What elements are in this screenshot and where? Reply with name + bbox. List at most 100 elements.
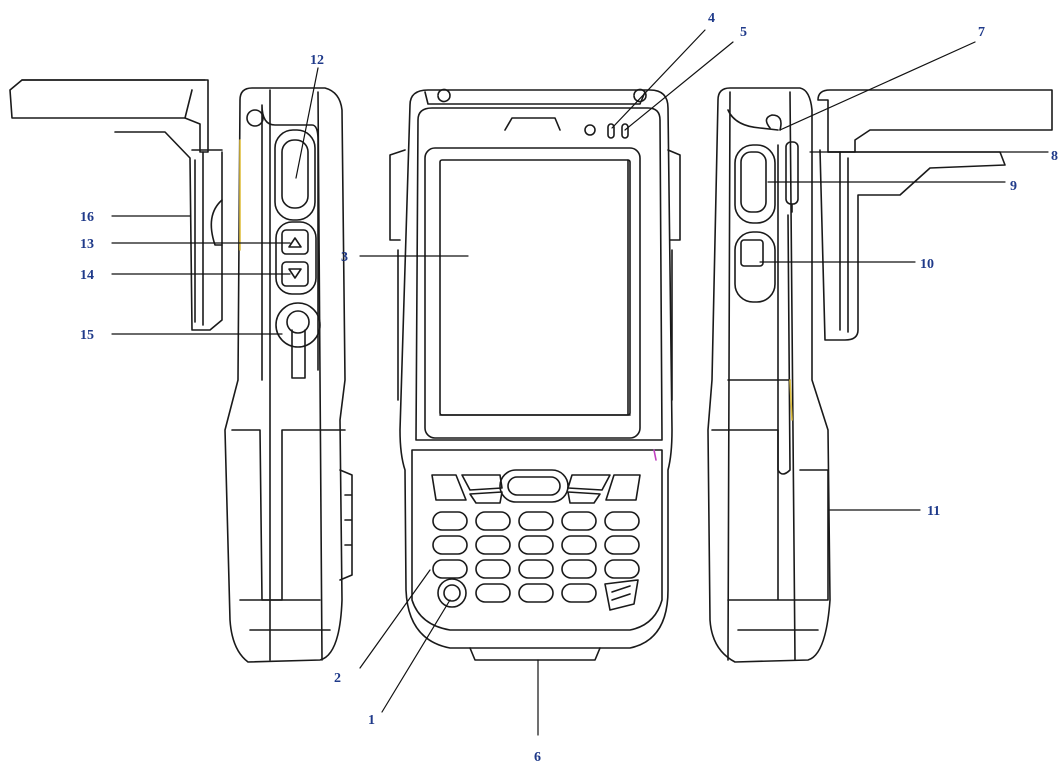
callout-label-5: 5	[740, 25, 747, 40]
earpiece	[504, 117, 561, 131]
callout-label-3: 3	[341, 250, 348, 265]
left-soft-key[interactable]	[431, 474, 467, 501]
right-side-key[interactable]	[734, 231, 776, 303]
screen-frame-corner	[439, 159, 631, 416]
key[interactable]	[518, 511, 554, 531]
left-scanner-arm-inner	[21, 79, 206, 119]
callout-label-14: 14	[80, 268, 94, 283]
stylus[interactable]	[785, 141, 799, 205]
left-scan-button[interactable]	[274, 129, 316, 221]
key[interactable]	[518, 535, 554, 555]
left-call-key[interactable]	[461, 474, 503, 491]
key[interactable]	[432, 511, 468, 531]
callout-label-10: 10	[920, 257, 934, 272]
stylus-holder	[777, 144, 791, 475]
keypad-bottom-lip	[469, 647, 601, 661]
front-view	[389, 88, 681, 661]
right-body-inner-line	[727, 91, 796, 661]
light-sensor	[584, 124, 596, 136]
key[interactable]	[475, 511, 511, 531]
key[interactable]	[518, 559, 554, 579]
front-top-lip	[424, 88, 647, 105]
callout-label-1: 1	[368, 713, 375, 728]
left-grip-bottom	[239, 599, 331, 631]
callout-line-12	[295, 67, 319, 179]
status-led-2	[621, 123, 629, 139]
left-grip	[231, 429, 346, 601]
callout-label-9: 9	[1010, 179, 1017, 194]
callout-label-12: 12	[310, 53, 324, 68]
function-key-hatch	[611, 585, 631, 601]
power-key-inner	[443, 584, 461, 602]
callout-line-2	[359, 569, 431, 669]
volume-rocker	[275, 221, 317, 295]
key[interactable]	[518, 583, 554, 603]
right-scanner-arm	[817, 89, 1053, 153]
right-scan-button[interactable]	[734, 144, 776, 224]
callout-line-7	[779, 41, 976, 131]
left-grip-ribs	[339, 469, 353, 581]
callout-label-13: 13	[80, 237, 94, 252]
left-trigger-bump	[210, 199, 223, 246]
left-scan-button-inner	[281, 139, 309, 209]
volume-up-button[interactable]	[281, 229, 309, 255]
left-scanner-bracket	[114, 131, 223, 331]
callout-label-6: 6	[534, 750, 541, 764]
right-body-outline	[707, 87, 831, 663]
right-grip	[711, 429, 829, 631]
callout-label-7: 7	[978, 25, 985, 40]
key[interactable]	[475, 559, 511, 579]
volume-down-icon	[288, 268, 302, 279]
key[interactable]	[604, 535, 640, 555]
power-key[interactable]	[437, 578, 467, 608]
front-left-bumper	[389, 149, 406, 401]
left-scanner-bracket-face	[191, 149, 223, 326]
screen-bezel	[424, 147, 641, 439]
right-scanner-bracket	[819, 149, 1006, 341]
key[interactable]	[561, 535, 597, 555]
callout-label-11: 11	[927, 504, 940, 519]
right-lower-key[interactable]	[567, 491, 601, 504]
key[interactable]	[561, 511, 597, 531]
navigation-key-center[interactable]	[507, 476, 561, 496]
key[interactable]	[604, 559, 640, 579]
callout-line-4	[611, 29, 706, 129]
key[interactable]	[561, 559, 597, 579]
callout-label-8: 8	[1051, 149, 1058, 164]
left-side-view	[9, 79, 353, 663]
right-side-view	[707, 87, 1053, 663]
key[interactable]	[475, 535, 511, 555]
key[interactable]	[561, 583, 597, 603]
front-right-bumper	[667, 149, 681, 401]
right-scanner-face	[839, 151, 849, 333]
callout-lines	[111, 29, 1049, 736]
headset-jack-cover	[291, 329, 306, 379]
status-led-1	[607, 123, 615, 139]
left-top-hole	[246, 109, 264, 127]
front-accent-mark	[653, 449, 657, 461]
callout-label-15: 15	[80, 328, 94, 343]
headset-jack	[275, 302, 321, 348]
right-grip-accent	[789, 379, 793, 421]
left-scanner-arm	[9, 79, 209, 153]
key[interactable]	[432, 535, 468, 555]
callout-label-16: 16	[80, 210, 94, 225]
left-lower-key[interactable]	[469, 491, 503, 504]
front-inner-outline	[415, 107, 663, 441]
key[interactable]	[432, 559, 468, 579]
right-soft-key[interactable]	[605, 474, 641, 501]
volume-up-icon	[288, 237, 302, 248]
headset-jack-inner	[286, 310, 310, 334]
right-scan-button-inner	[740, 151, 767, 213]
front-body-outline	[399, 89, 673, 649]
screen-display	[439, 159, 631, 416]
keypad-frame	[411, 449, 663, 631]
function-key[interactable]	[604, 579, 639, 611]
key[interactable]	[604, 511, 640, 531]
navigation-key[interactable]	[499, 469, 569, 503]
key[interactable]	[475, 583, 511, 603]
right-call-key[interactable]	[567, 474, 611, 491]
stylus-tether-loop	[765, 114, 782, 131]
